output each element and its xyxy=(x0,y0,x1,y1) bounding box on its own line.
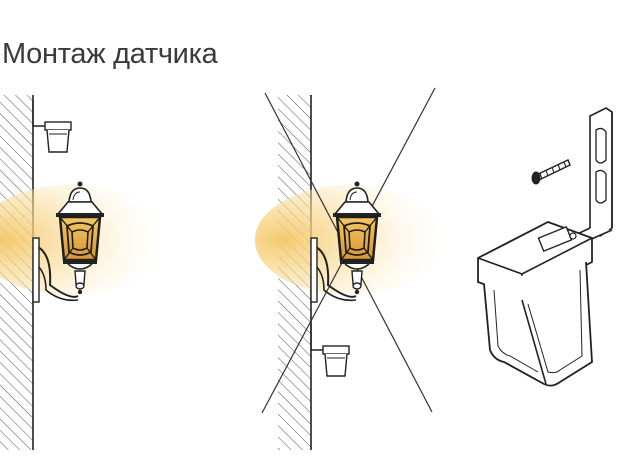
sensor-housing xyxy=(477,221,593,387)
page-title: Монтаж датчика xyxy=(2,38,218,70)
sensor-bracket-illustration xyxy=(477,107,613,387)
wall-bracket-middle xyxy=(310,237,357,303)
wall-bracket-left xyxy=(32,237,79,303)
sensor-bottom-middle xyxy=(310,323,350,377)
incorrect-mounting-illustration xyxy=(255,87,445,450)
correct-mounting-illustration xyxy=(0,95,165,450)
screw-icon xyxy=(531,159,571,185)
sensor-top-left xyxy=(32,99,72,153)
